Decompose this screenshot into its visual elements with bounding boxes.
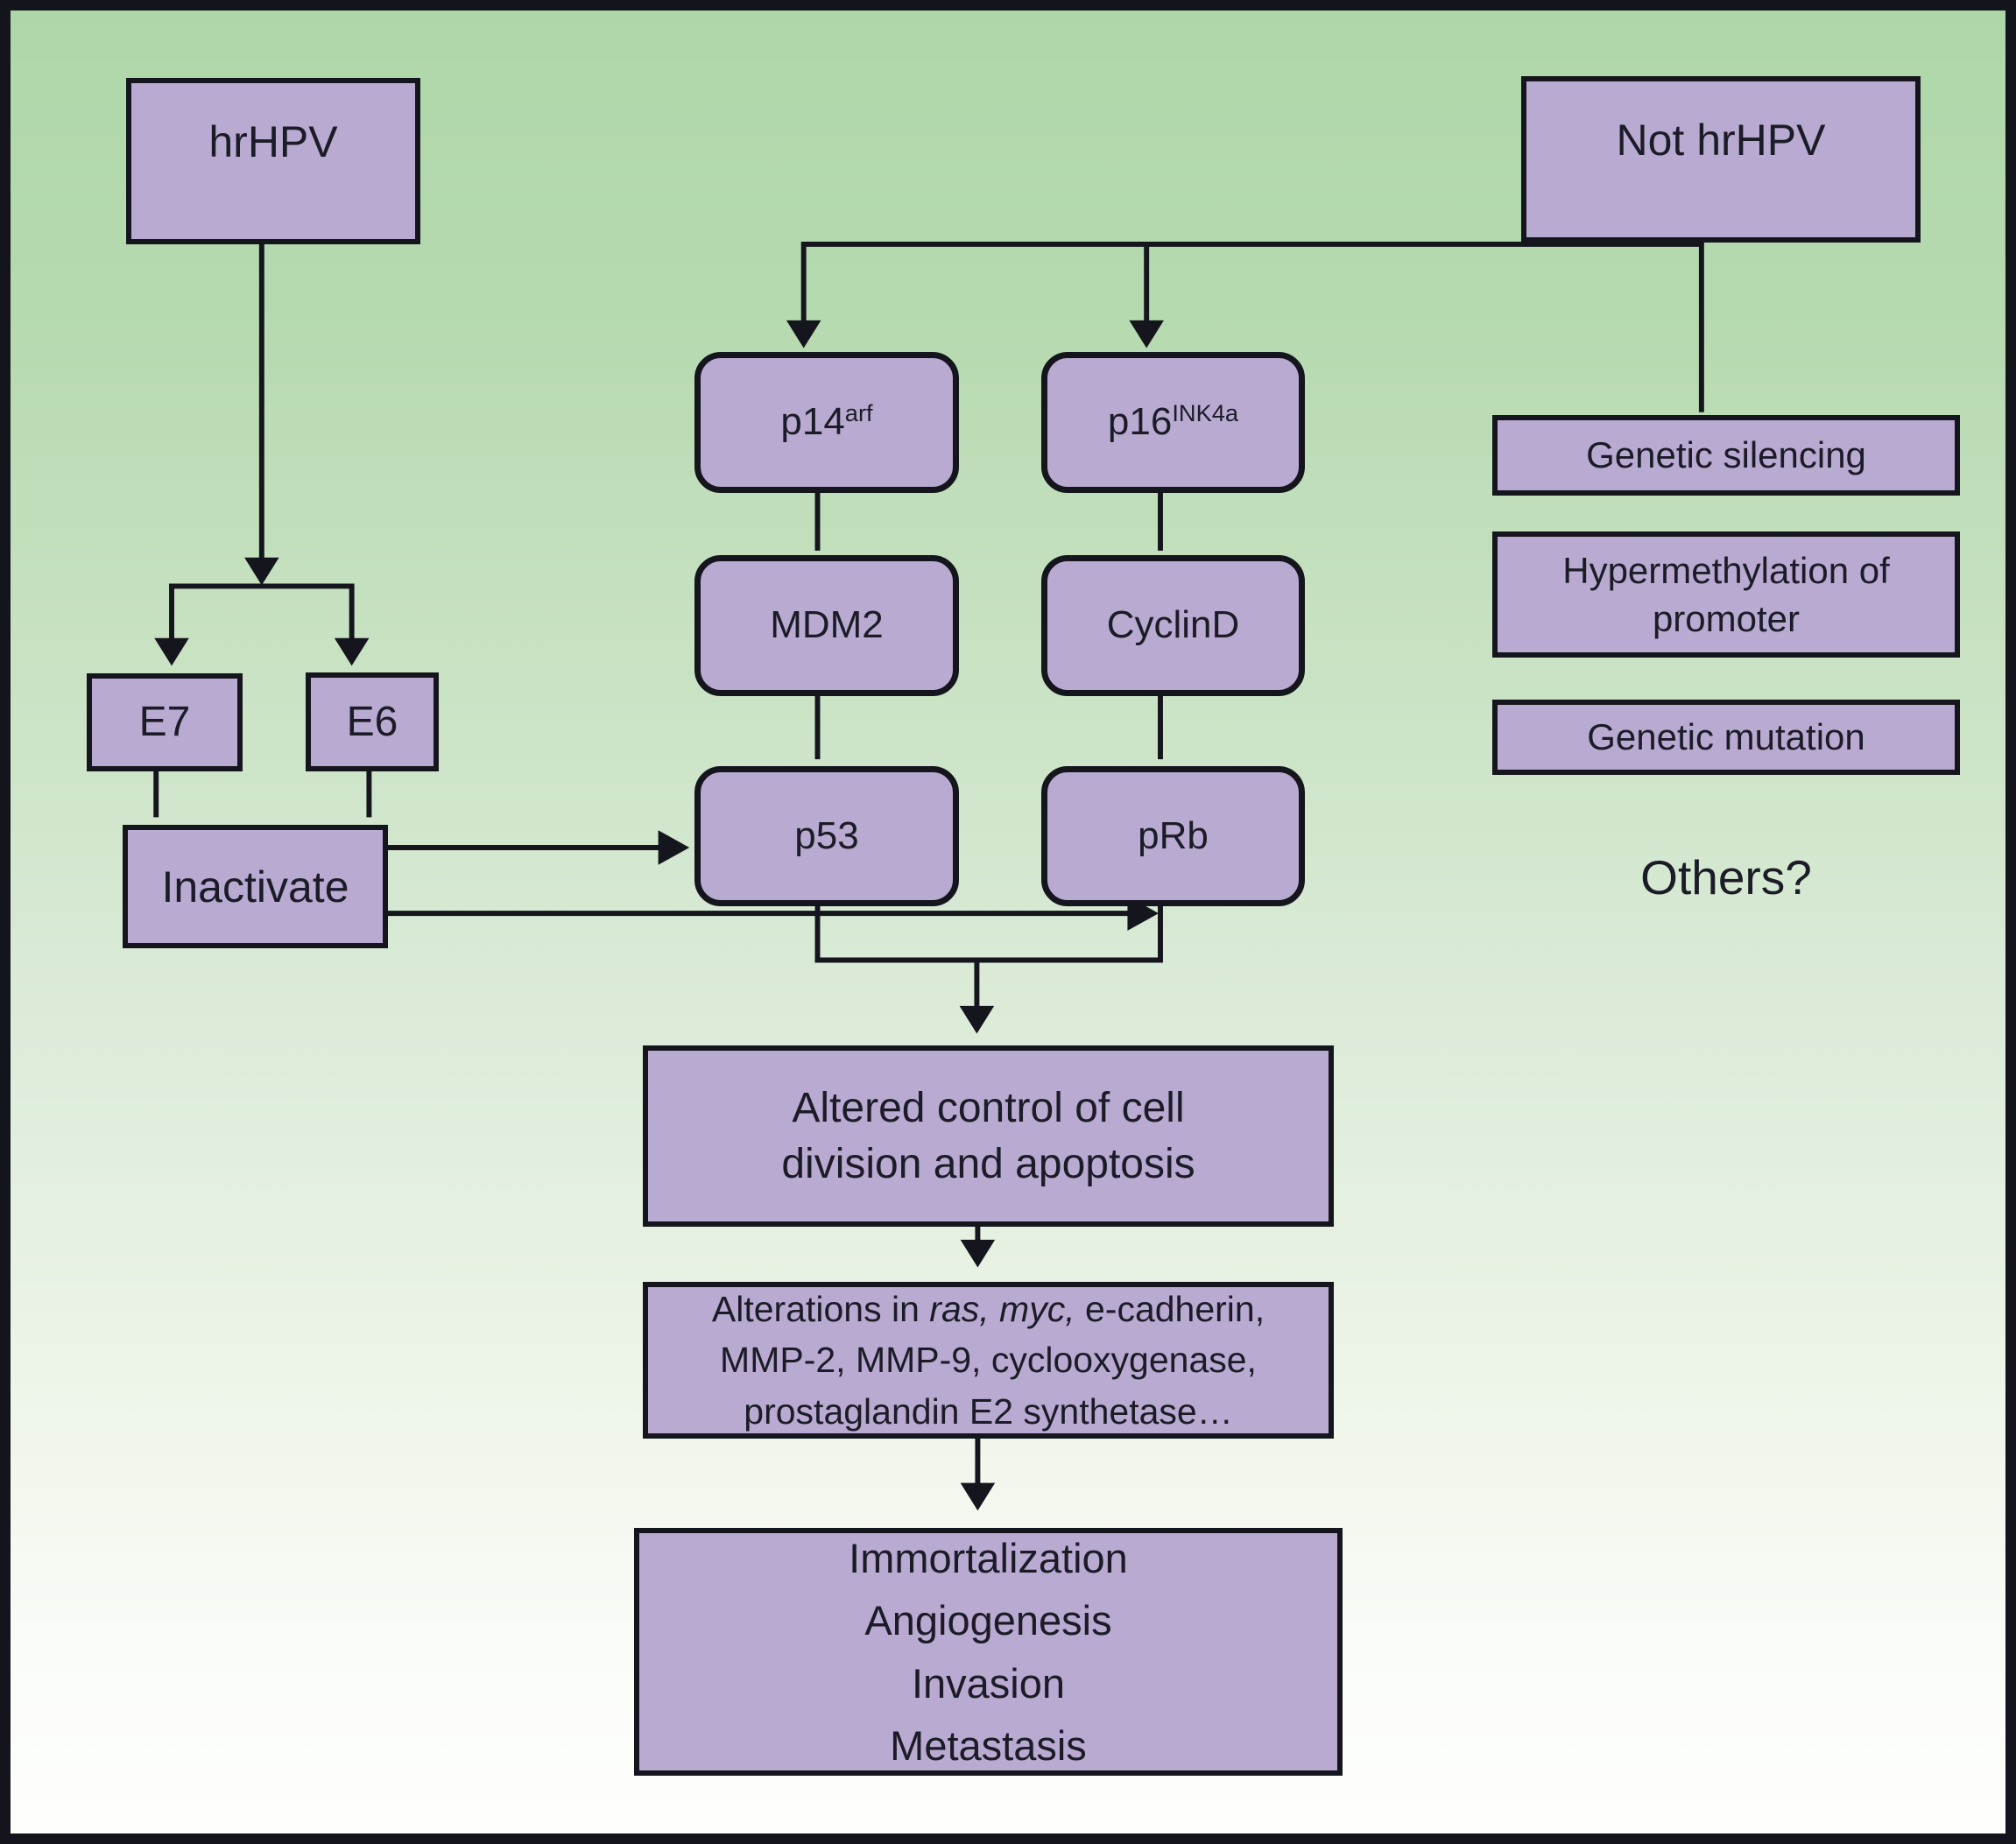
connector-lines	[153, 236, 1704, 1511]
node-e6-label: E6	[346, 698, 398, 745]
node-p16ink4a-label: p16INK4a	[1107, 399, 1239, 444]
node-genetic-silencing-label: Genetic silencing	[1586, 434, 1866, 476]
node-prb-label: pRb	[1138, 813, 1209, 857]
node-p16ink4a: p16INK4a	[1041, 352, 1305, 493]
node-prb: pRb	[1041, 766, 1305, 906]
node-p53: p53	[694, 766, 959, 906]
node-genetic-mutation: Genetic mutation	[1492, 700, 1960, 775]
node-cyclind: CyclinD	[1041, 555, 1305, 696]
node-p14arf-label: p14arf	[780, 399, 873, 444]
others-question-label: Others?	[1640, 850, 1812, 904]
node-e7-label: E7	[138, 699, 191, 746]
node-e6: E6	[306, 672, 439, 771]
node-genetic-mutation-label: Genetic mutation	[1587, 716, 1865, 758]
node-hrhpv: hrHPV	[126, 78, 420, 244]
node-not-hrhpv: Not hrHPV	[1521, 76, 1921, 243]
others-question-text: Others?	[1492, 844, 1960, 911]
node-p14arf: p14arf	[694, 352, 959, 493]
node-alterations: Alterations in ras, myc, e-cadherin,MMP-…	[643, 1282, 1334, 1439]
node-genetic-silencing: Genetic silencing	[1492, 415, 1960, 496]
node-inactivate-label: Inactivate	[161, 862, 349, 911]
node-not-hrhpv-label: Not hrHPV	[1616, 116, 1826, 165]
node-inactivate: Inactivate	[123, 825, 388, 948]
node-mdm2: MDM2	[694, 555, 959, 696]
node-cyclind-label: CyclinD	[1106, 603, 1240, 647]
node-mdm2-label: MDM2	[770, 603, 884, 647]
node-e7: E7	[87, 673, 243, 771]
node-alterations-label: Alterations in ras, myc, e-cadherin,MMP-…	[711, 1289, 1265, 1432]
node-hrhpv-label: hrHPV	[208, 117, 338, 166]
node-p53-label: p53	[794, 813, 859, 857]
